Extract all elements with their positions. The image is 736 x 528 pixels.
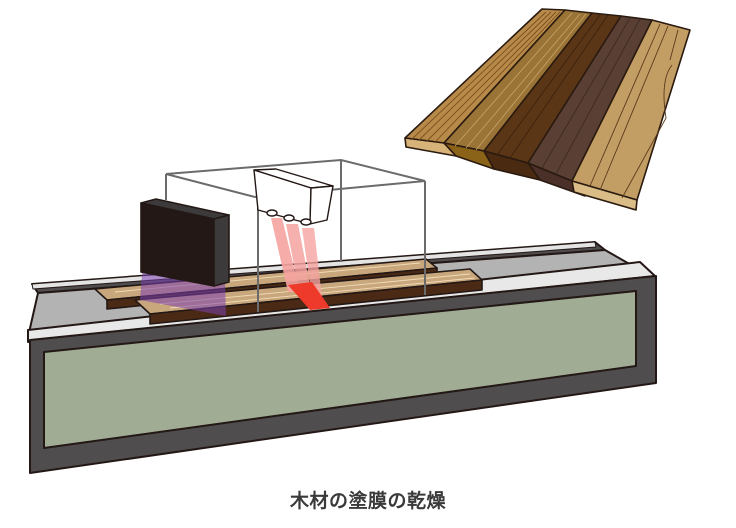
ir-light-beams	[271, 218, 330, 310]
plank-5	[571, 19, 691, 211]
plank-2	[443, 9, 593, 170]
uv-lamp-unit	[140, 198, 230, 287]
diagram-caption: 木材の塗膜の乾燥	[289, 490, 446, 512]
finished-planks-illustration	[404, 8, 691, 211]
enclosure-frame	[165, 158, 426, 312]
conveyor-panel	[43, 290, 637, 449]
plank-1	[404, 8, 566, 157]
ir-lamp-unit	[253, 168, 334, 226]
